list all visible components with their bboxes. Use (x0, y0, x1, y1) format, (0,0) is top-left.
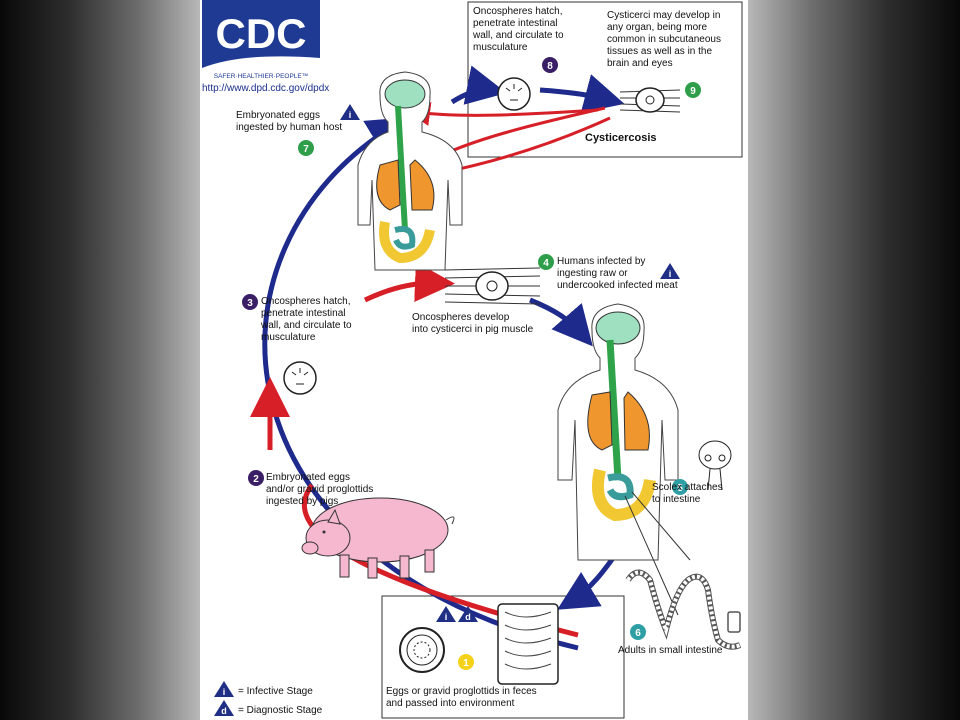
step-number-1: 1 (458, 654, 474, 670)
svg-text:3: 3 (247, 298, 253, 309)
cysticercosis-title: Cysticercosis (585, 132, 657, 144)
svg-text:5: 5 (677, 483, 683, 494)
svg-text:1: 1 (463, 658, 469, 669)
legend-diagnostic-text: = Diagnostic Stage (238, 705, 323, 716)
step-number-6: 6 (630, 624, 646, 640)
step-3-label: Oncospheres hatch, penetrate intestinal … (261, 296, 352, 343)
infective-icon-label-step7: i (349, 110, 352, 120)
legend-diagnostic-icon (214, 700, 234, 716)
step-8-label: Oncospheres hatch, penetrate intestinal … (473, 6, 564, 53)
step-9-label: Cysticerci may develop in any organ, bei… (607, 10, 721, 69)
step-number-5: 5 (672, 479, 688, 495)
diagnostic-icon-label: d (465, 612, 471, 622)
svg-text:2: 2 (253, 474, 259, 485)
legend-diagnostic-symbol: d (221, 706, 227, 716)
legend-infective-icon (214, 681, 234, 697)
step-6-label: Adults in small intestine (618, 645, 723, 656)
background-right (748, 0, 960, 720)
source-url[interactable]: http://www.dpd.cdc.gov/dpdx (202, 83, 330, 94)
step-number-7: 7 (298, 140, 314, 156)
logo-text: CDC (216, 10, 307, 57)
arrow-to-cysticerci-9 (539, 74, 625, 113)
infective-stage-icon-step7 (340, 104, 360, 120)
adult-worm-illustration (625, 569, 742, 650)
svg-text:8: 8 (547, 61, 553, 72)
infective-icon-label: i (445, 612, 448, 622)
legend-infective-symbol: i (223, 687, 226, 697)
svg-text:7: 7 (303, 144, 309, 155)
step-number-2: 2 (248, 470, 264, 486)
cdc-logo: CDC SAFER·HEALTHIER·PEOPLE™ (202, 0, 320, 82)
step-3b-label: Oncospheres develop into cysticerci in p… (412, 312, 534, 335)
human-host-top (357, 71, 463, 271)
step-5-label: Scolex attaches to intestine (652, 482, 723, 505)
arrow-to-brain (406, 102, 599, 126)
step-number-3: 3 (242, 294, 258, 310)
scolex-illustration (698, 440, 732, 491)
oncosphere-8 (497, 77, 531, 111)
svg-text:9: 9 (690, 86, 696, 97)
pig-illustration (301, 497, 455, 579)
step-2-label: Embryonated eggs and/or gravid proglotti… (266, 472, 374, 507)
diagnostic-stage-icon (458, 606, 478, 622)
arrow-to-oncosphere-8 (450, 65, 507, 105)
step-7-label: Embryonated eggs ingested by human host (236, 110, 343, 133)
logo-tagline: SAFER·HEALTHIER·PEOPLE™ (214, 73, 309, 80)
step-number-9: 9 (685, 82, 701, 98)
arrow-meat-to-human (529, 297, 593, 347)
infective-icon-label-step4: i (669, 269, 672, 279)
proglottid-illustration (497, 603, 559, 685)
step-number-4: 4 (538, 254, 554, 270)
oncosphere-3 (283, 361, 317, 395)
infective-stage-icon-step4 (660, 263, 680, 279)
cysticercus-9 (619, 87, 681, 113)
cycle-artwork: i d i i i = Infective Stage d = Diagnost… (214, 1, 743, 719)
infective-stage-icon (436, 606, 456, 622)
step-number-8: 8 (542, 57, 558, 73)
svg-text:4: 4 (543, 258, 549, 269)
egg-illustration (399, 627, 445, 673)
life-cycle-diagram: CDC SAFER·HEALTHIER·PEOPLE™ http://www.d… (200, 0, 748, 720)
human-host-bottom (557, 303, 691, 616)
svg-text:6: 6 (635, 628, 641, 639)
arrow-to-pig-muscle (363, 262, 455, 303)
background-left (0, 0, 200, 720)
cysticercus-in-muscle (444, 267, 541, 305)
step-1-label: Eggs or gravid proglottids in feces and … (386, 686, 537, 709)
legend-infective-text: = Infective Stage (238, 686, 313, 697)
step-4-label: Humans infected by ingesting raw or unde… (557, 256, 678, 291)
